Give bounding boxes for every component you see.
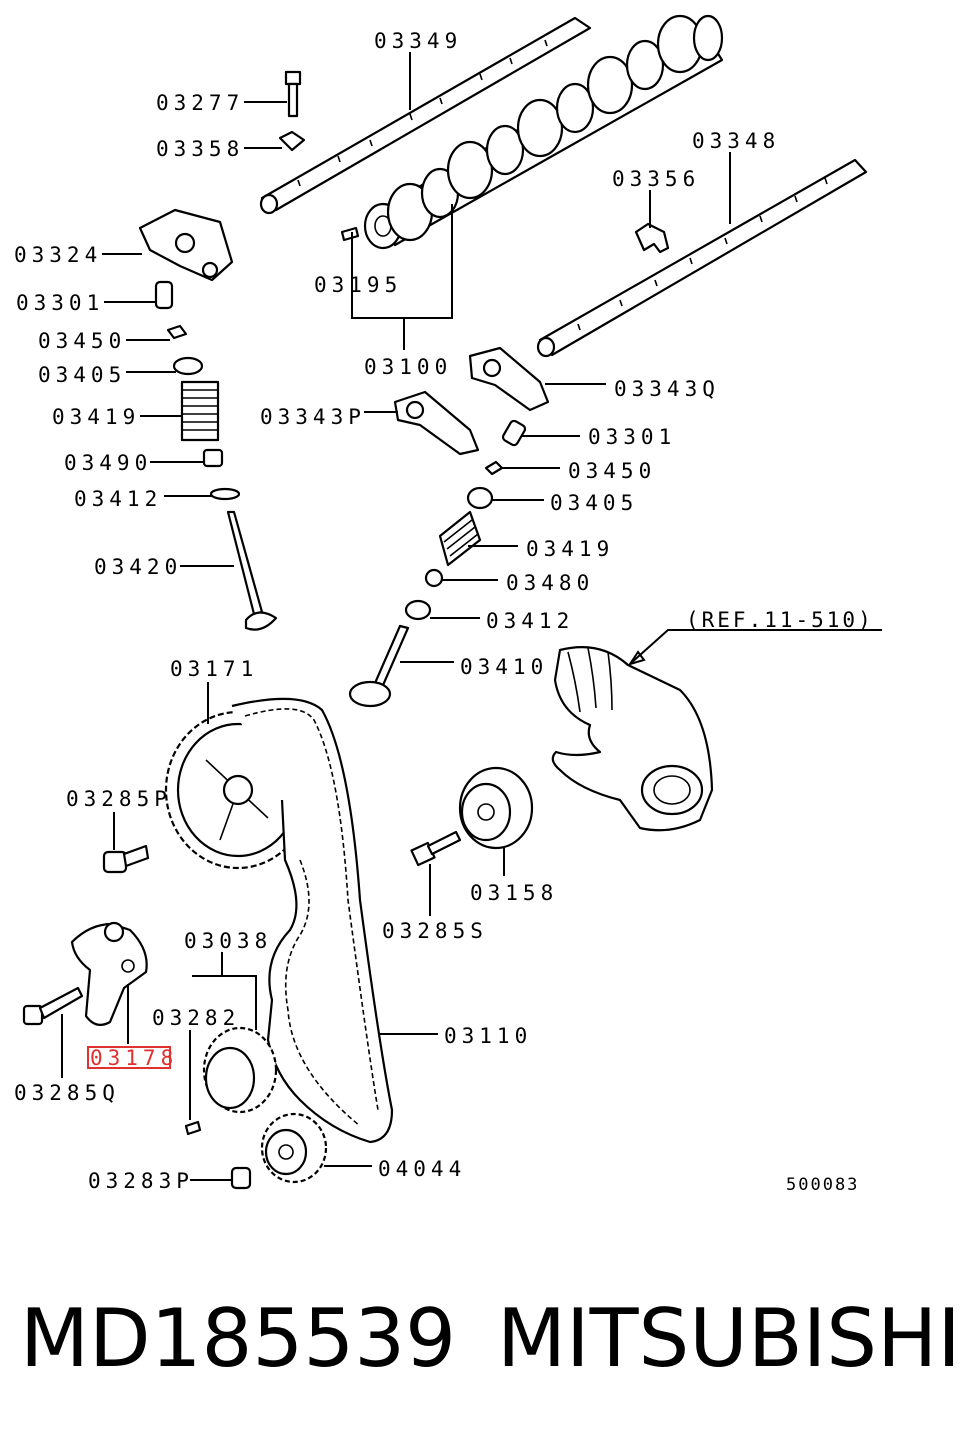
label-diagram-id: 500083 bbox=[786, 1175, 859, 1195]
rocker-arm-03324 bbox=[138, 208, 234, 282]
label-03285P: 03285P bbox=[66, 787, 172, 811]
adjuster-03301a bbox=[154, 280, 174, 310]
nut-03450b bbox=[484, 460, 504, 476]
bolt-03285S bbox=[410, 830, 462, 867]
label-03110: 03110 bbox=[444, 1024, 532, 1048]
label-03171: 03171 bbox=[170, 657, 258, 681]
clip-03356 bbox=[634, 222, 670, 254]
valve-03420 bbox=[226, 510, 278, 631]
adjuster-03301b bbox=[501, 419, 527, 447]
retainer-03405a bbox=[172, 356, 204, 376]
timing-belt-03110 bbox=[231, 697, 394, 1144]
leader-lines bbox=[61, 52, 882, 1181]
label-03356: 03356 bbox=[612, 167, 700, 191]
highlight-box-03178 bbox=[87, 1046, 171, 1069]
camshaft bbox=[363, 14, 724, 250]
label-03412-right: 03412 bbox=[486, 609, 574, 633]
pin-03195 bbox=[340, 226, 360, 242]
label-03178-highlighted: 03178 bbox=[90, 1046, 178, 1070]
nut-03450a bbox=[166, 324, 188, 340]
seal-03480 bbox=[424, 568, 444, 588]
label-03301-right: 03301 bbox=[588, 425, 676, 449]
valve-03410 bbox=[348, 624, 410, 708]
spring-03419b bbox=[438, 510, 482, 567]
bolt-03285P bbox=[102, 844, 150, 874]
rocker-shaft-upper bbox=[259, 16, 592, 215]
bolt-03285Q bbox=[22, 986, 84, 1026]
part-number: MD185539 bbox=[20, 1292, 457, 1385]
label-03283P: 03283P bbox=[88, 1169, 194, 1193]
label-03405-right: 03405 bbox=[550, 491, 638, 515]
bolt-03277 bbox=[284, 70, 302, 118]
tensioner-arm-03178 bbox=[70, 921, 148, 1027]
key-03038 bbox=[184, 1120, 202, 1136]
callout-labels: 03349 03277 03358 03348 03356 03324 0330… bbox=[14, 29, 874, 1195]
brand-name: MITSUBISHI bbox=[497, 1292, 960, 1385]
label-03349: 03349 bbox=[374, 29, 462, 53]
clip-03358 bbox=[278, 130, 306, 152]
retainer-03405b bbox=[466, 486, 494, 510]
label-03285Q: 03285Q bbox=[14, 1081, 120, 1105]
label-03490: 03490 bbox=[64, 451, 152, 475]
rocker-arm-03343P bbox=[393, 390, 480, 456]
label-03343P: 03343P bbox=[260, 405, 366, 429]
label-03285S: 03285S bbox=[382, 919, 488, 943]
label-03195: 03195 bbox=[314, 273, 402, 297]
seal-03490 bbox=[202, 448, 224, 468]
label-03419-right: 03419 bbox=[526, 537, 614, 561]
tensioner-pulley-03158 bbox=[458, 766, 534, 850]
label-03348: 03348 bbox=[692, 129, 780, 153]
label-03038: 03038 bbox=[184, 929, 272, 953]
label-03450-right: 03450 bbox=[568, 459, 656, 483]
seat-03412b bbox=[404, 599, 432, 621]
label-03343Q: 03343Q bbox=[614, 377, 720, 401]
label-03358: 03358 bbox=[156, 137, 244, 161]
label-03100: 03100 bbox=[364, 355, 452, 379]
label-03324: 03324 bbox=[14, 243, 102, 267]
seat-03412a bbox=[209, 487, 241, 501]
label-03158: 03158 bbox=[470, 881, 558, 905]
caption-bar: MD185539 MITSUBISHI bbox=[0, 1292, 960, 1402]
label-03419-left: 03419 bbox=[52, 405, 140, 429]
label-03277: 03277 bbox=[156, 91, 244, 115]
bolt-03283P bbox=[230, 1166, 252, 1190]
label-03480: 03480 bbox=[506, 571, 594, 595]
crank-pulley-04044 bbox=[260, 1112, 328, 1184]
parts-diagram: 03349 03277 03358 03348 03356 03324 0330… bbox=[14, 14, 882, 1195]
spring-03419a bbox=[180, 380, 220, 442]
rocker-shaft-lower bbox=[536, 158, 868, 358]
label-03410: 03410 bbox=[460, 655, 548, 679]
label-03301-left: 03301 bbox=[16, 291, 104, 315]
label-03412-left: 03412 bbox=[74, 487, 162, 511]
label-04044: 04044 bbox=[378, 1157, 466, 1181]
hand-reference-illustration bbox=[551, 646, 714, 832]
label-03450-left: 03450 bbox=[38, 329, 126, 353]
rocker-arm-03343Q bbox=[468, 346, 550, 412]
label-03282: 03282 bbox=[152, 1006, 240, 1030]
label-03420: 03420 bbox=[94, 555, 182, 579]
crankshaft-sprocket-03282 bbox=[202, 1026, 278, 1114]
label-03405-left: 03405 bbox=[38, 363, 126, 387]
label-ref-11-510: (REF.11-510) bbox=[686, 608, 874, 632]
